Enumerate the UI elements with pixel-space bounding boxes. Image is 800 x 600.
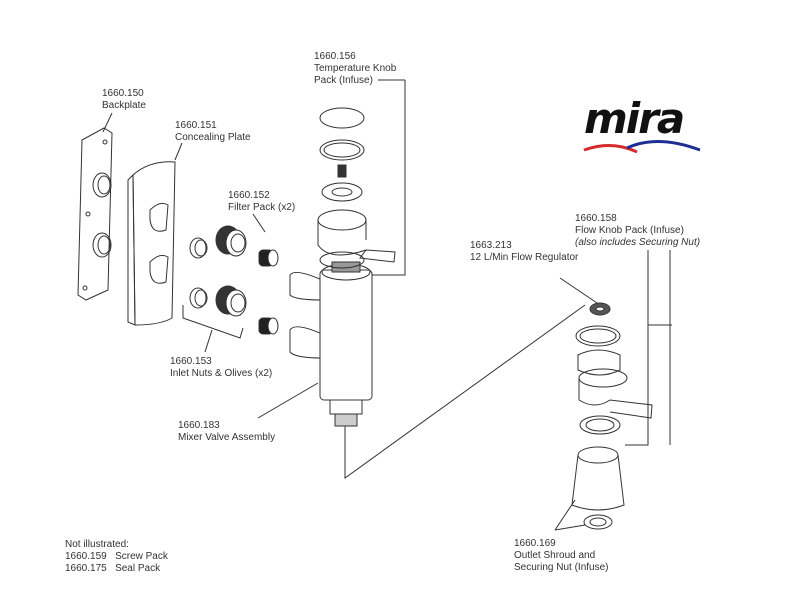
label-inlet-nuts: 1660.153 Inlet Nuts & Olives (x2) [170,356,273,379]
brand-name: mira [584,94,685,143]
label-flow-knob: 1660.158 Flow Knob Pack (Infuse) (also i… [575,213,701,248]
leader-filter-pack [252,213,266,233]
leader-inlet-nuts [204,329,213,353]
leader-mixer-valve [257,382,319,419]
filter-pack-part [258,249,279,335]
label-concealing-plate: 1660.151 Concealing Plate [175,120,251,143]
concealing-plate-part [127,161,176,326]
mira-logo: mira [582,94,702,160]
flow-knob-part [571,302,653,530]
bracket-inlet-nuts [182,305,244,339]
mixer-valve-part [289,261,373,427]
label-filter-pack: 1660.152 Filter Pack (x2) [228,190,296,213]
wave-icon [583,139,701,154]
label-mixer-valve: 1660.183 Mixer Valve Assembly [178,420,276,443]
leader-backplate [102,112,113,133]
not-illustrated-list: Not illustrated: 1660.159 Screw Pack 166… [65,539,168,574]
backplate-part [77,127,113,301]
leader-flow-regulator [559,277,601,306]
temperature-knob-part [317,107,396,269]
label-backplate: 1660.150 Backplate [102,88,146,111]
inlet-nuts-part [189,225,247,317]
label-temperature-knob: 1660.156 Temperature Knob Pack (Infuse) [314,51,397,86]
leader-concealing-plate [174,142,183,161]
not-illustrated-item: 1660.175 Seal Pack [65,563,161,574]
bracket-flow-knob [625,250,649,446]
label-outlet-shroud: 1660.169 Outlet Shroud and Securing Nut … [514,538,609,573]
bracket-temp-knob [370,80,406,276]
leader-shroud-b [554,524,586,531]
label-flow-regulator: 1663.213 12 L/Min Flow Regulator [470,240,579,263]
outlet-connector [344,304,586,479]
not-illustrated-item: 1660.159 Screw Pack [65,551,168,562]
